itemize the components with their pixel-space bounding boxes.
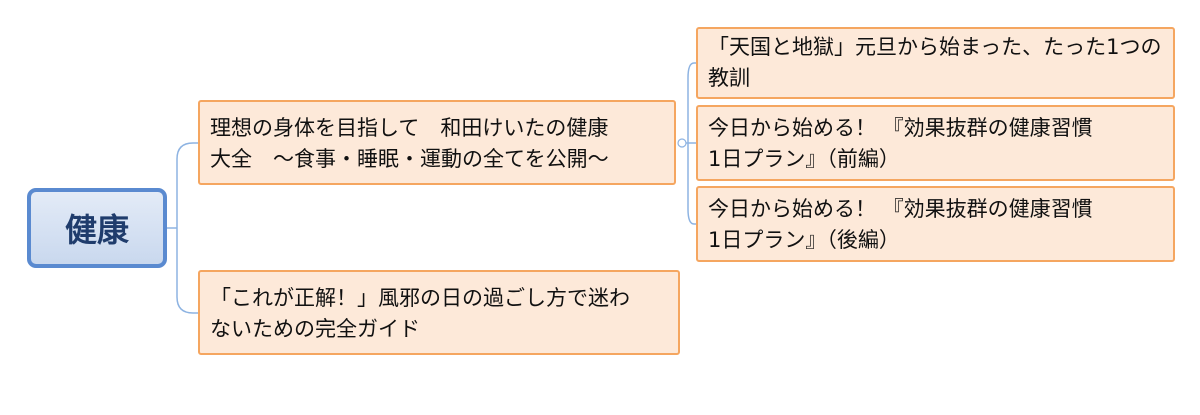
collapse-toggle-topic-1[interactable] xyxy=(677,138,687,148)
subtopic-health-habit-plan-part2[interactable]: 今日から始める！ 『効果抜群の健康習慣 1日プラン』（後編） xyxy=(696,186,1175,262)
topic-label-line: 理想の身体を目指して 和田けいたの健康 xyxy=(210,116,609,140)
topic-label-line: ないための完全ガイド xyxy=(210,317,420,341)
topic-label-line: 「これが正解！」風邪の日の過ごし方で迷わ xyxy=(210,286,630,310)
topic-cold-day-guide[interactable]: 「これが正解！」風邪の日の過ごし方で迷わ ないための完全ガイド xyxy=(198,270,680,355)
topic-ideal-body-health-guide[interactable]: 理想の身体を目指して 和田けいたの健康 大全 ～食事・睡眠・運動の全てを公開～ xyxy=(198,100,676,185)
subtopic-label-line: 教訓 xyxy=(708,66,750,90)
topic-label-line: 大全 ～食事・睡眠・運動の全てを公開～ xyxy=(210,147,609,171)
subtopic-label-line: 「天国と地獄」元旦から始まった、たった1つの xyxy=(708,35,1162,59)
subtopic-label-line: 1日プラン』（後編） xyxy=(708,228,900,252)
subtopic-heaven-and-hell-lesson[interactable]: 「天国と地獄」元旦から始まった、たった1つの 教訓 xyxy=(696,27,1175,99)
subtopic-label-line: 今日から始める！ 『効果抜群の健康習慣 xyxy=(708,197,1093,221)
subtopic-health-habit-plan-part1[interactable]: 今日から始める！ 『効果抜群の健康習慣 1日プラン』（前編） xyxy=(696,105,1175,181)
connector-root-to-topics xyxy=(167,142,198,314)
connector-topic1-to-subtopics xyxy=(683,62,696,225)
root-topic-health[interactable]: 健康 xyxy=(27,188,167,268)
subtopic-label-line: 今日から始める！ 『効果抜群の健康習慣 xyxy=(708,116,1093,140)
root-topic-label: 健康 xyxy=(64,211,129,249)
subtopic-label-line: 1日プラン』（前編） xyxy=(708,147,900,171)
